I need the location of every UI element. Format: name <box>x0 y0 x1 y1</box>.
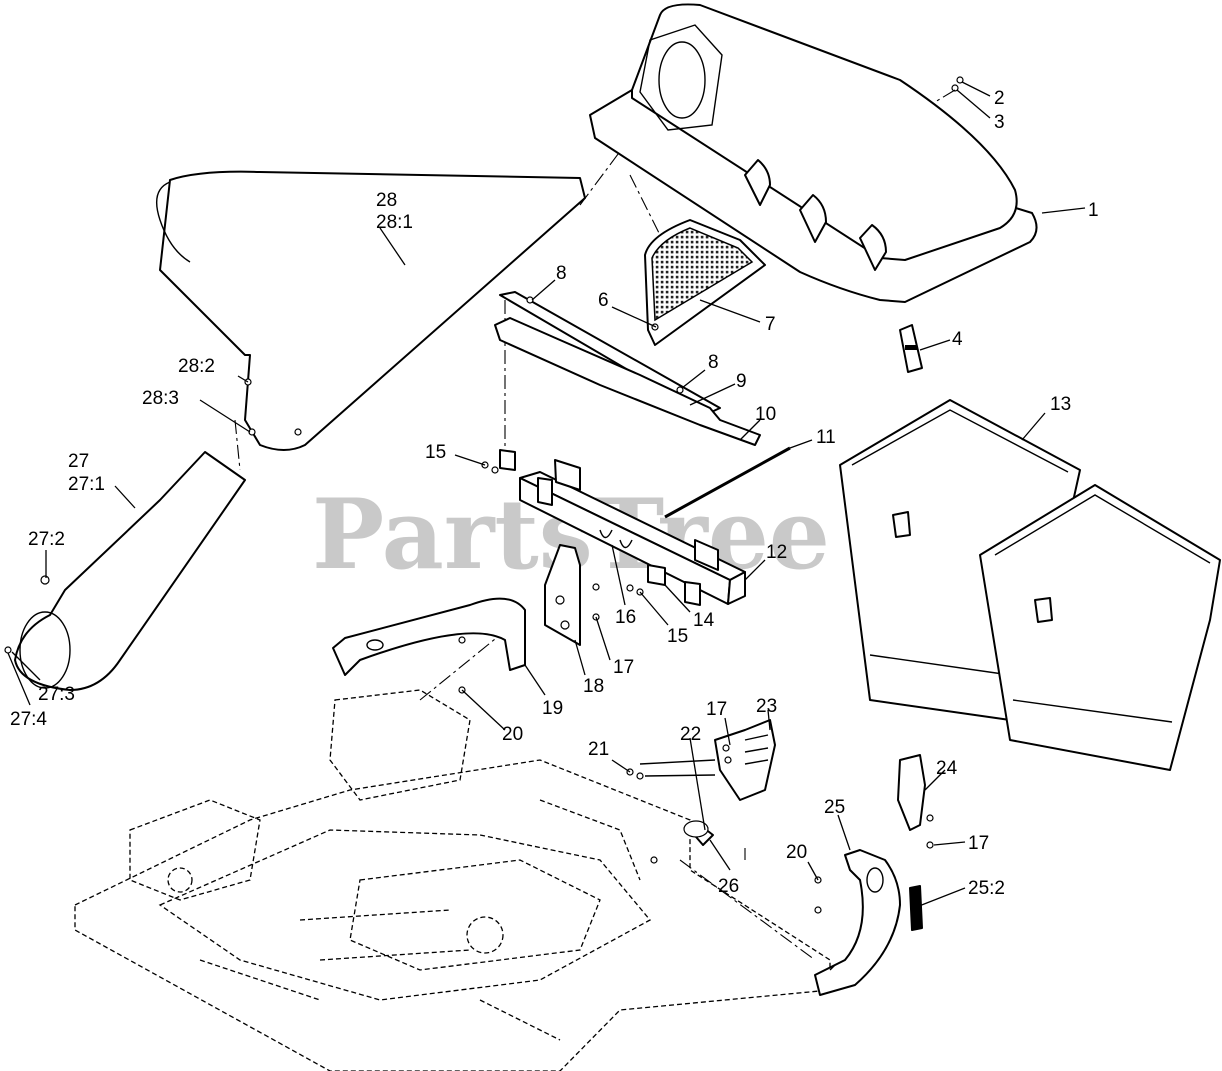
callout-labels: 1 2 3 4 6 7 8 8 9 10 11 12 13 14 15 15 1… <box>10 88 1099 899</box>
callout-18: 18 <box>583 676 604 697</box>
callout-28-3: 28:3 <box>142 388 179 409</box>
callout-25-2: 25:2 <box>968 878 1005 899</box>
callout-8-top: 8 <box>556 263 567 284</box>
callout-17-right: 17 <box>968 833 989 854</box>
part-21-23-26-assembly <box>626 719 776 864</box>
part-12-cross-tube <box>519 459 746 605</box>
tractor-frame <box>74 689 831 1071</box>
callout-12: 12 <box>766 542 787 563</box>
callout-27-4: 27:4 <box>10 709 47 730</box>
part-2-3-hardware <box>934 76 964 103</box>
callout-27: 27 <box>68 451 89 472</box>
callout-9: 9 <box>736 371 747 392</box>
callout-22: 22 <box>680 724 701 745</box>
callout-24: 24 <box>936 758 958 779</box>
callout-20-right: 20 <box>786 842 807 863</box>
callout-20-left: 20 <box>502 724 523 745</box>
callout-27-1: 27:1 <box>68 474 105 495</box>
callout-26: 26 <box>718 876 739 897</box>
callout-23: 23 <box>756 696 777 717</box>
part-7-screen <box>644 219 766 346</box>
part-9-plate <box>494 291 761 446</box>
callout-19: 19 <box>542 698 563 719</box>
part-28-tube <box>156 170 586 451</box>
callout-4: 4 <box>952 329 963 350</box>
callout-28-1: 28:1 <box>376 212 413 233</box>
callout-27-3: 27:3 <box>38 684 75 705</box>
callout-7: 7 <box>765 314 776 335</box>
part-27-tube <box>14 451 246 691</box>
callout-28: 28 <box>376 190 397 211</box>
callout-10: 10 <box>755 404 776 425</box>
callout-6: 6 <box>598 290 609 311</box>
callout-8-middle: 8 <box>708 352 719 373</box>
callout-15-right: 15 <box>667 626 688 647</box>
callout-28-2: 28:2 <box>178 356 215 377</box>
part-14-16-brackets <box>481 449 701 606</box>
callout-13: 13 <box>1050 394 1071 415</box>
part-18-plate <box>544 544 581 646</box>
callout-17-center: 17 <box>613 657 634 678</box>
part-13-bins <box>839 399 1221 771</box>
leader-lines <box>7 81 1086 909</box>
part-19-left-rail <box>332 597 526 676</box>
callout-21: 21 <box>588 739 609 760</box>
callout-27-2: 27:2 <box>28 529 65 550</box>
part-11-rod <box>664 446 791 519</box>
callout-15-left: 15 <box>425 442 446 463</box>
callout-17-lower: 17 <box>706 699 727 720</box>
callout-14: 14 <box>693 610 715 631</box>
callout-11: 11 <box>816 427 836 448</box>
callout-2: 2 <box>994 88 1005 109</box>
part-24-25-right-bracket <box>814 754 934 996</box>
callout-1: 1 <box>1088 200 1099 221</box>
callout-16: 16 <box>615 607 636 628</box>
callout-25: 25 <box>824 797 845 818</box>
part-4-latch <box>899 324 923 373</box>
part-1-hopper-cover <box>589 3 1038 303</box>
callout-3: 3 <box>994 112 1005 133</box>
